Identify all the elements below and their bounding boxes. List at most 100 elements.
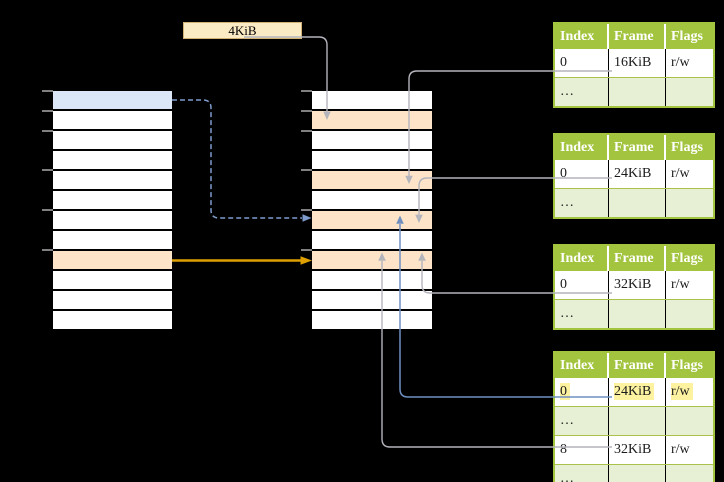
- frame-table-cell: r/w: [671, 166, 690, 181]
- frame-table-cell: [666, 189, 713, 217]
- tick-mark: [42, 129, 53, 132]
- tick-mark: [301, 208, 312, 211]
- physical-frame-column: [312, 91, 432, 329]
- column-header-index: Index: [555, 246, 609, 271]
- virtual-page-row-7: [53, 229, 172, 249]
- column-header-frame: Frame: [609, 353, 666, 378]
- physical-frame-row-10: [312, 289, 432, 309]
- frame-table-cell: r/w: [671, 442, 690, 457]
- frame-table-cell: …: [555, 189, 609, 217]
- virtual-page-row-6: [53, 209, 172, 229]
- column-header-flags: Flags: [671, 29, 703, 44]
- physical-frame-row-8: [312, 249, 432, 269]
- physical-frame-row-2: [312, 129, 432, 149]
- physical-frame-row-0: [312, 91, 432, 109]
- frame-table-cell: [666, 465, 713, 482]
- frame-table-cell: 0: [555, 271, 609, 299]
- physical-frame-row-11: [312, 309, 432, 329]
- frame-table-cell: 24KiB: [609, 378, 666, 406]
- frame-table-cell: …: [555, 465, 609, 482]
- frame-table-row: 0 24KiB r/w: [555, 378, 713, 406]
- page-size-label: 4KiB: [183, 22, 302, 39]
- physical-frame-row-1: [312, 109, 432, 129]
- frame-table-row: …: [555, 406, 713, 435]
- tick-mark: [301, 169, 312, 172]
- tick-mark: [301, 129, 312, 132]
- virtual-page-row-2: [53, 129, 172, 149]
- physical-frame-row-9: [312, 269, 432, 289]
- frame-table-cell: …: [555, 407, 609, 435]
- frame-table-cell: 0: [555, 160, 609, 188]
- frame-table-cell: [666, 78, 713, 106]
- virtual-page-row-0: [53, 91, 172, 109]
- frame-table-row: …: [555, 188, 713, 217]
- virtual-page-row-5: [53, 189, 172, 209]
- tick-mark: [42, 169, 53, 172]
- highlighted-value: 24KiB: [614, 383, 655, 400]
- frame-table-cell: [609, 189, 666, 217]
- physical-frame-row-5: [312, 189, 432, 209]
- physical-frame-row-6: [312, 209, 432, 229]
- virtual-page-row-11: [53, 309, 172, 329]
- frame-table-cell: r/w: [666, 378, 713, 406]
- virtual-page-row-8: [53, 249, 172, 269]
- virtual-page-row-10: [53, 289, 172, 309]
- column-header-flags: Flags: [671, 358, 703, 373]
- tick-mark: [301, 90, 312, 92]
- tick-mark: [42, 208, 53, 211]
- frame-table-row: …: [555, 464, 713, 482]
- frame-table-cell: …: [555, 300, 609, 328]
- column-header-frame: Frame: [609, 24, 666, 49]
- frame-table-cell: 32KiB: [609, 436, 666, 464]
- arrow-blue-page-to-frame: [172, 99, 312, 222]
- column-header-flags: Flags: [671, 251, 703, 266]
- highlighted-value: 0: [560, 383, 570, 400]
- frame-table-cell: [609, 300, 666, 328]
- frame-table-cell: 0: [555, 49, 609, 77]
- frame-table-cell: r/w: [671, 277, 690, 292]
- highlighted-value: r/w: [671, 383, 693, 400]
- virtual-page-row-3: [53, 149, 172, 169]
- frame-table-cell: …: [555, 78, 609, 106]
- physical-frame-row-7: [312, 229, 432, 249]
- column-header-frame: Frame: [609, 246, 666, 271]
- frame-table-cell: 32KiB: [609, 271, 666, 299]
- frame-table-cell: 24KiB: [609, 160, 666, 188]
- frame-table-cell: [609, 465, 666, 482]
- frame-table-cell: r/w: [671, 55, 690, 70]
- tick-mark: [301, 109, 312, 112]
- frame-table-cell: [666, 407, 713, 435]
- frame-table-row: …: [555, 77, 713, 106]
- tick-mark: [301, 248, 312, 251]
- frame-table-cell: [609, 78, 666, 106]
- column-header-index: Index: [555, 135, 609, 160]
- tick-mark: [42, 109, 53, 112]
- tick-mark: [42, 90, 53, 92]
- tick-mark: [42, 248, 53, 251]
- arrow-gold-page-to-frame: [172, 256, 312, 265]
- virtual-page-column: [53, 91, 172, 329]
- frame-table-cell: [609, 407, 666, 435]
- frame-table-cell: 8: [555, 436, 609, 464]
- frame-table-row: …: [555, 299, 713, 328]
- frame-table-cell: [666, 300, 713, 328]
- virtual-page-row-9: [53, 269, 172, 289]
- page-size-text: 4KiB: [228, 23, 257, 38]
- virtual-page-row-1: [53, 109, 172, 129]
- physical-frame-row-4: [312, 169, 432, 189]
- column-header-index: Index: [555, 24, 609, 49]
- frame-table-cell: 16KiB: [609, 49, 666, 77]
- frame-table-cell: 0: [555, 378, 609, 406]
- physical-frame-row-3: [312, 149, 432, 169]
